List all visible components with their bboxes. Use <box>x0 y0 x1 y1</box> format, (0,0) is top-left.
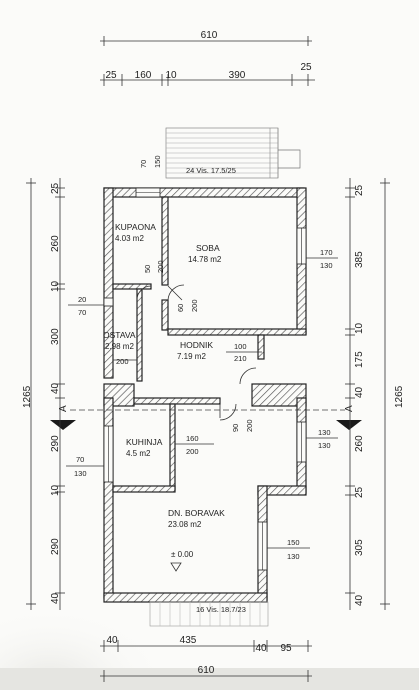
stairs-bottom-label: 16 Vis. 18.7/23 <box>196 605 246 614</box>
bottom-dimension-segment: 95 <box>280 643 292 654</box>
left-dimension-segment: 290 <box>50 538 61 555</box>
door-hodnik-height: 210 <box>234 354 247 363</box>
room-name-soba: SOBA <box>196 243 220 253</box>
stairs-bottom <box>149 601 269 627</box>
window-top-width: 70 <box>139 160 148 168</box>
right-dimension-lines <box>345 178 390 610</box>
top-dimension-segment: 25 <box>300 62 312 73</box>
right-total-dimension: 1265 <box>394 385 405 408</box>
room-area-kuhinja: 4.5 m2 <box>126 449 151 458</box>
section-line <box>50 409 362 430</box>
window-ostava-width: 20 <box>78 295 86 304</box>
top-dimension-segment: 160 <box>135 70 152 81</box>
left-dimension-lines <box>26 178 65 610</box>
window-soba-width: 170 <box>320 248 333 257</box>
window-boravak-width: 150 <box>287 538 300 547</box>
door-kupaona-height: 200 <box>156 260 165 273</box>
door-kupaona-width: 50 <box>143 265 152 273</box>
level-triangle-icon <box>170 562 182 572</box>
right-dimension-segment: 305 <box>354 539 365 556</box>
window-kuhinja-height: 130 <box>318 441 331 450</box>
left-dimension-segment: 10 <box>50 280 61 292</box>
room-area-ostava: 2.98 m2 <box>105 342 134 351</box>
left-dimension-segment: 40 <box>50 592 61 604</box>
window-top-height: 150 <box>153 155 162 168</box>
door-ostava-height: 200 <box>116 357 129 366</box>
window-kuhinja-left-height: 130 <box>74 469 87 478</box>
window-kuhinja-left-width: 70 <box>76 455 84 464</box>
room-name-boravak: DN. BORAVAK <box>168 508 225 518</box>
door-kuhinja-height: 200 <box>186 447 199 456</box>
window-kuhinja-width: 130 <box>318 428 331 437</box>
top-dimension-lines <box>100 36 315 86</box>
stairs-top <box>165 127 301 179</box>
left-dimension-segment: 260 <box>50 235 61 252</box>
window-ostava-height: 70 <box>78 308 86 317</box>
bottom-dimension-segment: 435 <box>180 635 197 646</box>
left-dimension-segment: 290 <box>50 435 61 452</box>
top-dimension-segment: 25 <box>105 70 117 81</box>
top-dimension-segment: 10 <box>165 70 177 81</box>
left-dimension-segment: 300 <box>50 328 61 345</box>
left-dimension-segment: 40 <box>50 382 61 394</box>
room-area-hodnik: 7.19 m2 <box>177 352 206 361</box>
left-total-dimension: 1265 <box>22 385 33 408</box>
level-mark: ± 0.00 <box>171 550 194 559</box>
door-mid-width: 90 <box>231 424 240 432</box>
room-name-kuhinja: KUHINJA <box>126 437 163 447</box>
right-dimension-segment: 10 <box>354 322 365 334</box>
right-dimension-segment: 260 <box>354 435 365 452</box>
section-mark-right: A <box>344 405 355 412</box>
window-soba-height: 130 <box>320 261 333 270</box>
room-area-soba: 14.78 m2 <box>188 255 222 264</box>
bottom-total-dimension: 610 <box>198 665 215 676</box>
page-edge <box>0 668 419 690</box>
window-boravak-height: 130 <box>287 552 300 561</box>
left-dimension-segment: 25 <box>50 182 61 194</box>
left-dimension-segment: 10 <box>50 484 61 496</box>
room-area-boravak: 23.08 m2 <box>168 520 202 529</box>
top-total-dimension: 610 <box>201 30 218 41</box>
right-dimension-segment: 40 <box>354 386 365 398</box>
door-hodnik-width: 100 <box>234 342 247 351</box>
bottom-dimension-segment: 40 <box>106 635 118 646</box>
room-name-hodnik: HODNIK <box>180 340 213 350</box>
door-kuhinja-width: 160 <box>186 434 199 443</box>
door-mid-height: 200 <box>245 419 254 432</box>
section-mark-left: A <box>58 405 69 412</box>
stairs-top-label: 24 Vis. 17.5/25 <box>186 166 236 175</box>
room-name-kupaona: KUPAONA <box>115 222 156 232</box>
room-name-ostava: OSTAVA <box>103 330 136 340</box>
door-soba-width: 60 <box>176 304 185 312</box>
room-area-kupaona: 4.03 m2 <box>115 234 144 243</box>
top-dimension-segment: 390 <box>229 70 246 81</box>
door-swings <box>113 284 257 421</box>
bottom-dimension-segment: 40 <box>255 643 267 654</box>
right-dimension-segment: 40 <box>354 594 365 606</box>
right-dimension-segment: 25 <box>354 184 365 196</box>
right-dimension-segment: 385 <box>354 251 365 268</box>
door-soba-height: 200 <box>190 299 199 312</box>
right-dimension-segment: 175 <box>354 351 365 368</box>
walls <box>103 187 307 603</box>
bottom-dimension-lines <box>100 640 312 682</box>
right-dimension-segment: 25 <box>354 486 365 498</box>
